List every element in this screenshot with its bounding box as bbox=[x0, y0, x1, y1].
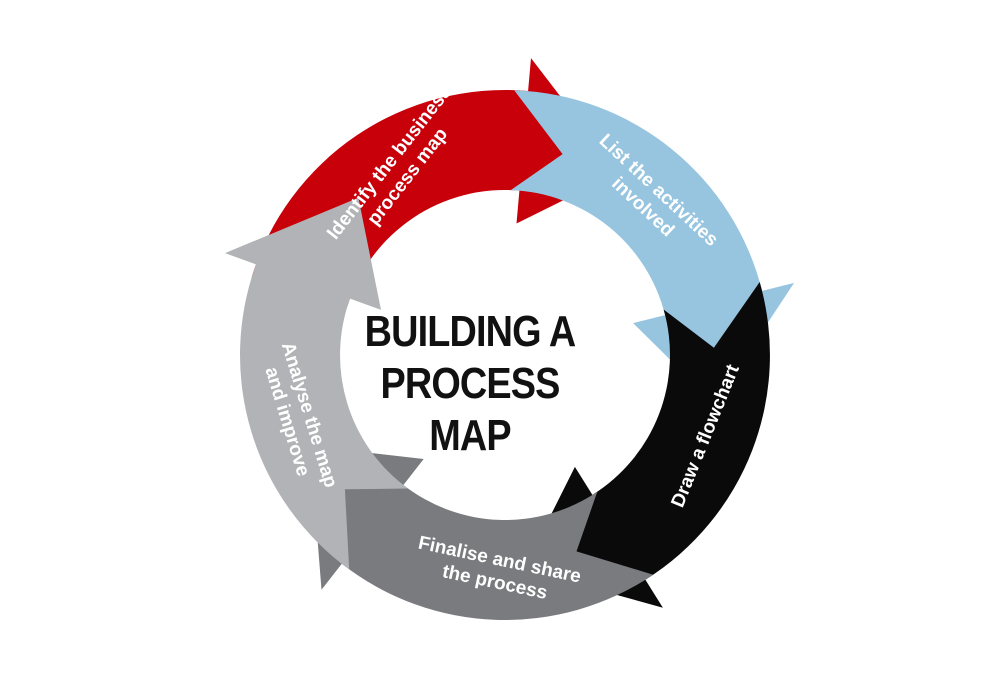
arrow-list-activities bbox=[510, 90, 795, 404]
arrow-finalise-share bbox=[310, 445, 654, 621]
arrow-analyse-improve bbox=[225, 197, 408, 570]
diagram-title: BUILDING A PROCESS MAP bbox=[341, 306, 599, 462]
cycle-arrows bbox=[225, 58, 795, 621]
title-line-1: BUILDING A bbox=[364, 307, 577, 356]
title-line-2: PROCESS MAP bbox=[380, 359, 560, 460]
